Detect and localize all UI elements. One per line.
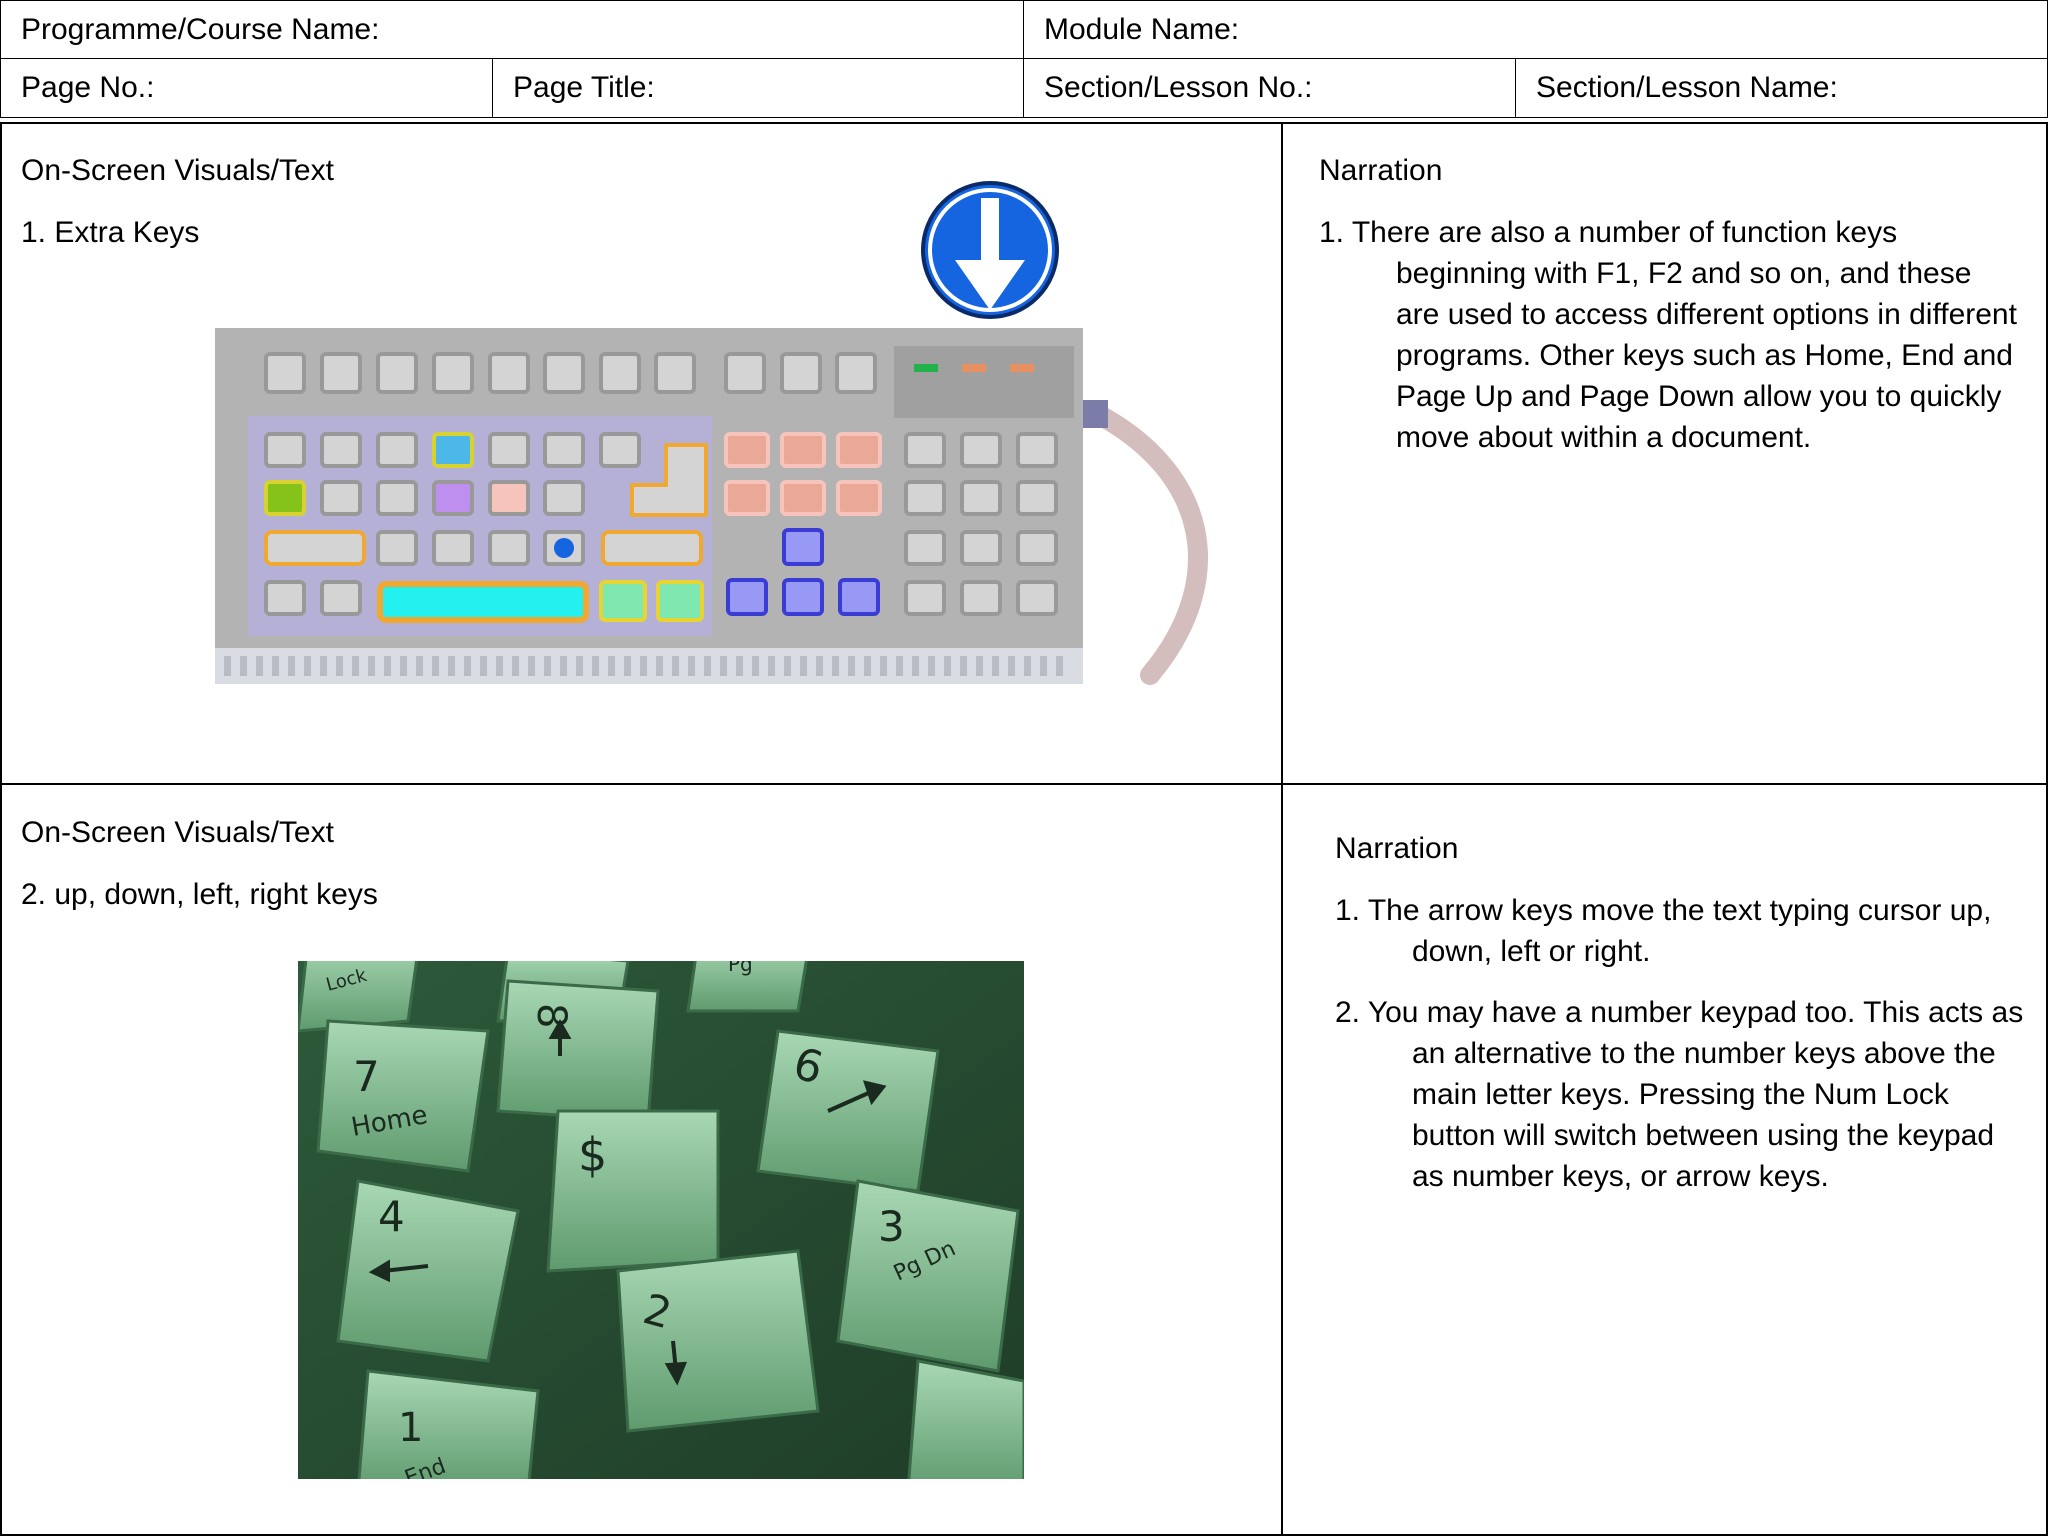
right-arrow-icon [827, 1089, 874, 1113]
page-title-label: Page Title: [513, 71, 655, 104]
module-name-field: Module Name: [1023, 0, 2048, 59]
frame1-visuals-heading: On-Screen Visuals/Text [21, 154, 334, 187]
key-5-label: $ [578, 1128, 607, 1182]
programme-name-field: Programme/Course Name: [0, 0, 1024, 59]
module-name-label: Module Name: [1044, 12, 1240, 46]
frame1-narration-item-1: 1. There are also a number of function k… [1319, 216, 2017, 454]
frame2-narration-heading: Narration [1335, 832, 1459, 865]
keypad-photo: 7 Home 8 6 4 $ 3 Pg Dn 2 1 End Pg Lock [298, 961, 1024, 1479]
frame2-visuals-heading: On-Screen Visuals/Text [21, 816, 334, 849]
key-8-label: 8 [528, 1003, 574, 1028]
keyboard-illustration [215, 181, 1208, 685]
programme-name-label: Programme/Course Name: [21, 12, 380, 46]
down-arrow-icon [921, 181, 1059, 319]
page-no-field: Page No.: [0, 58, 493, 118]
arrow-key-cluster [726, 528, 880, 616]
key-1-label: 1 [398, 1405, 423, 1451]
key-pg-label: Pg [728, 961, 753, 976]
frame1-narration-list: 1. There are also a number of function k… [1319, 212, 2019, 478]
frame1-visuals-item: 1. Extra Keys [21, 216, 200, 249]
section-no-field: Section/Lesson No.: [1023, 58, 1516, 118]
key-4-label: 4 [378, 1192, 405, 1241]
frame2-narration-item-1: 1. The arrow keys move the text typing c… [1335, 894, 1992, 968]
header-grid: Programme/Course Name: Module Name: Page… [0, 0, 2048, 118]
frame2-narration-item-2: 2. You may have a number keypad too. Thi… [1335, 996, 2024, 1193]
key-7-label: 7 [353, 1052, 380, 1101]
frame2-narration-list: 1. The arrow keys move the text typing c… [1335, 890, 2025, 1217]
section-no-label: Section/Lesson No.: [1044, 71, 1313, 104]
key-3-label: 3 [878, 1202, 905, 1251]
page-title-field: Page Title: [492, 58, 1024, 118]
section-name-label: Section/Lesson Name: [1536, 71, 1838, 104]
frame2-visuals-item: 2. up, down, left, right keys [21, 878, 378, 911]
function-key-row [264, 352, 877, 394]
section-name-field: Section/Lesson Name: [1515, 58, 2048, 118]
frame2-narration-panel [1281, 783, 2048, 1536]
left-arrow-icon [382, 1264, 429, 1273]
numeric-keypad [904, 432, 1058, 616]
frame1-narration-heading: Narration [1319, 154, 1443, 187]
page-no-label: Page No.: [21, 71, 155, 104]
